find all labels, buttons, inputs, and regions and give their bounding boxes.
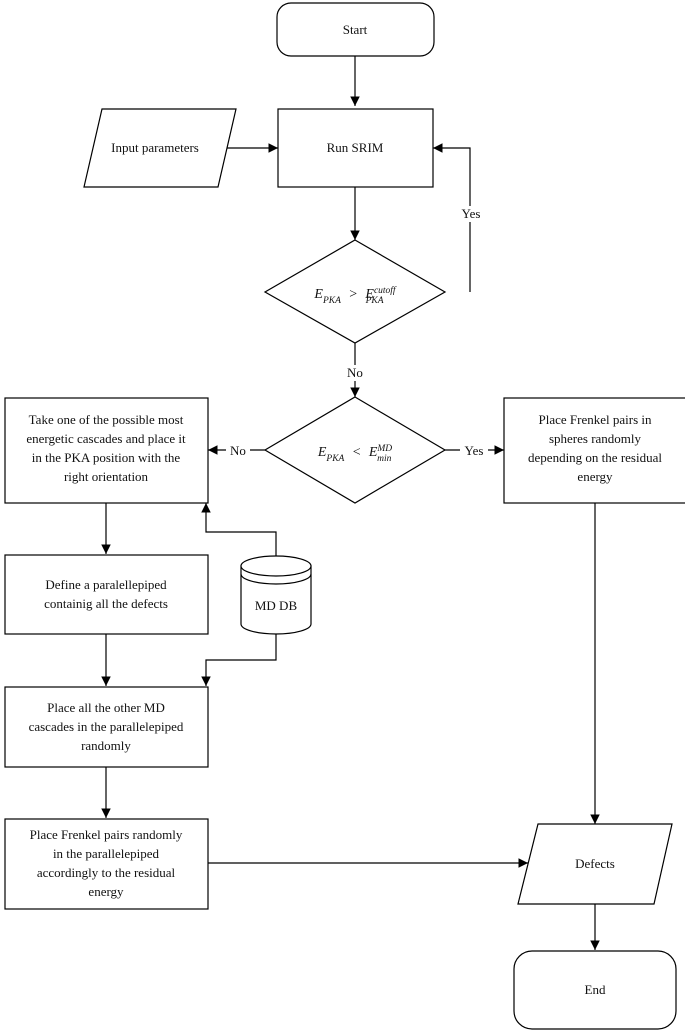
place-md-cascades-line-2: cascades in the parallelepiped: [29, 719, 184, 734]
defects-node: Defects: [517, 823, 673, 905]
place-frenkel-random-node: Place Frenkel pairs randomly in the para…: [4, 818, 209, 910]
take-cascade-line-2: energetic cascades and place it: [26, 431, 186, 446]
end-label: End: [585, 982, 606, 997]
place-frenkel-spheres-line-2: spheres randomly: [549, 431, 642, 446]
run-srim-label: Run SRIM: [327, 140, 384, 155]
take-cascade-line-4: right orientation: [64, 469, 149, 484]
edge-decision1-yes-loop: [433, 143, 471, 292]
define-parallelepiped-line-2: containig all the defects: [44, 596, 168, 611]
edge-mddb-to-take: [201, 503, 277, 556]
edge-mddb-to-place-md: [201, 634, 277, 686]
place-frenkel-spheres-line-4: energy: [577, 469, 613, 484]
run-srim-node: Run SRIM: [277, 108, 434, 188]
define-parallelepiped-node: Define a paralellepiped containig all th…: [4, 554, 209, 635]
take-cascade-node: Take one of the possible most energetic …: [4, 397, 209, 504]
edge-labels: Yes No No Yes: [226, 206, 488, 458]
edge-label-loop-yes: Yes: [462, 206, 481, 221]
place-md-cascades-line-3: randomly: [81, 738, 131, 753]
edge-label-decision2-yes: Yes: [465, 443, 484, 458]
place-frenkel-random-line-1: Place Frenkel pairs randomly: [30, 827, 183, 842]
place-md-cascades-line-1: Place all the other MD: [47, 700, 165, 715]
place-frenkel-spheres-line-3: depending on the residual: [528, 450, 662, 465]
md-db-label: MD DB: [255, 598, 298, 613]
md-db-node: MD DB: [240, 555, 312, 635]
place-frenkel-spheres-line-1: Place Frenkel pairs in: [539, 412, 652, 427]
define-parallelepiped-line-1: Define a paralellepiped: [45, 577, 167, 592]
input-parameters-label: Input parameters: [111, 140, 199, 155]
take-cascade-line-1: Take one of the possible most: [29, 412, 184, 427]
edge-label-decision1-no: No: [347, 365, 363, 380]
place-frenkel-spheres-node: Place Frenkel pairs in spheres randomly …: [503, 397, 685, 504]
edge-label-decision2-no: No: [230, 443, 246, 458]
place-frenkel-random-line-4: energy: [88, 884, 124, 899]
edges: [101, 56, 600, 950]
start-label: Start: [343, 22, 368, 37]
input-parameters-node: Input parameters: [83, 108, 237, 188]
place-frenkel-random-line-2: in the parallelepiped: [53, 846, 160, 861]
place-md-cascades-node: Place all the other MD cascades in the p…: [4, 686, 209, 768]
start-node: Start: [276, 2, 435, 57]
end-node: End: [513, 950, 677, 1030]
defects-label: Defects: [575, 856, 615, 871]
place-frenkel-random-line-3: accordingly to the residual: [37, 865, 176, 880]
take-cascade-line-3: in the PKA position with the: [32, 450, 181, 465]
